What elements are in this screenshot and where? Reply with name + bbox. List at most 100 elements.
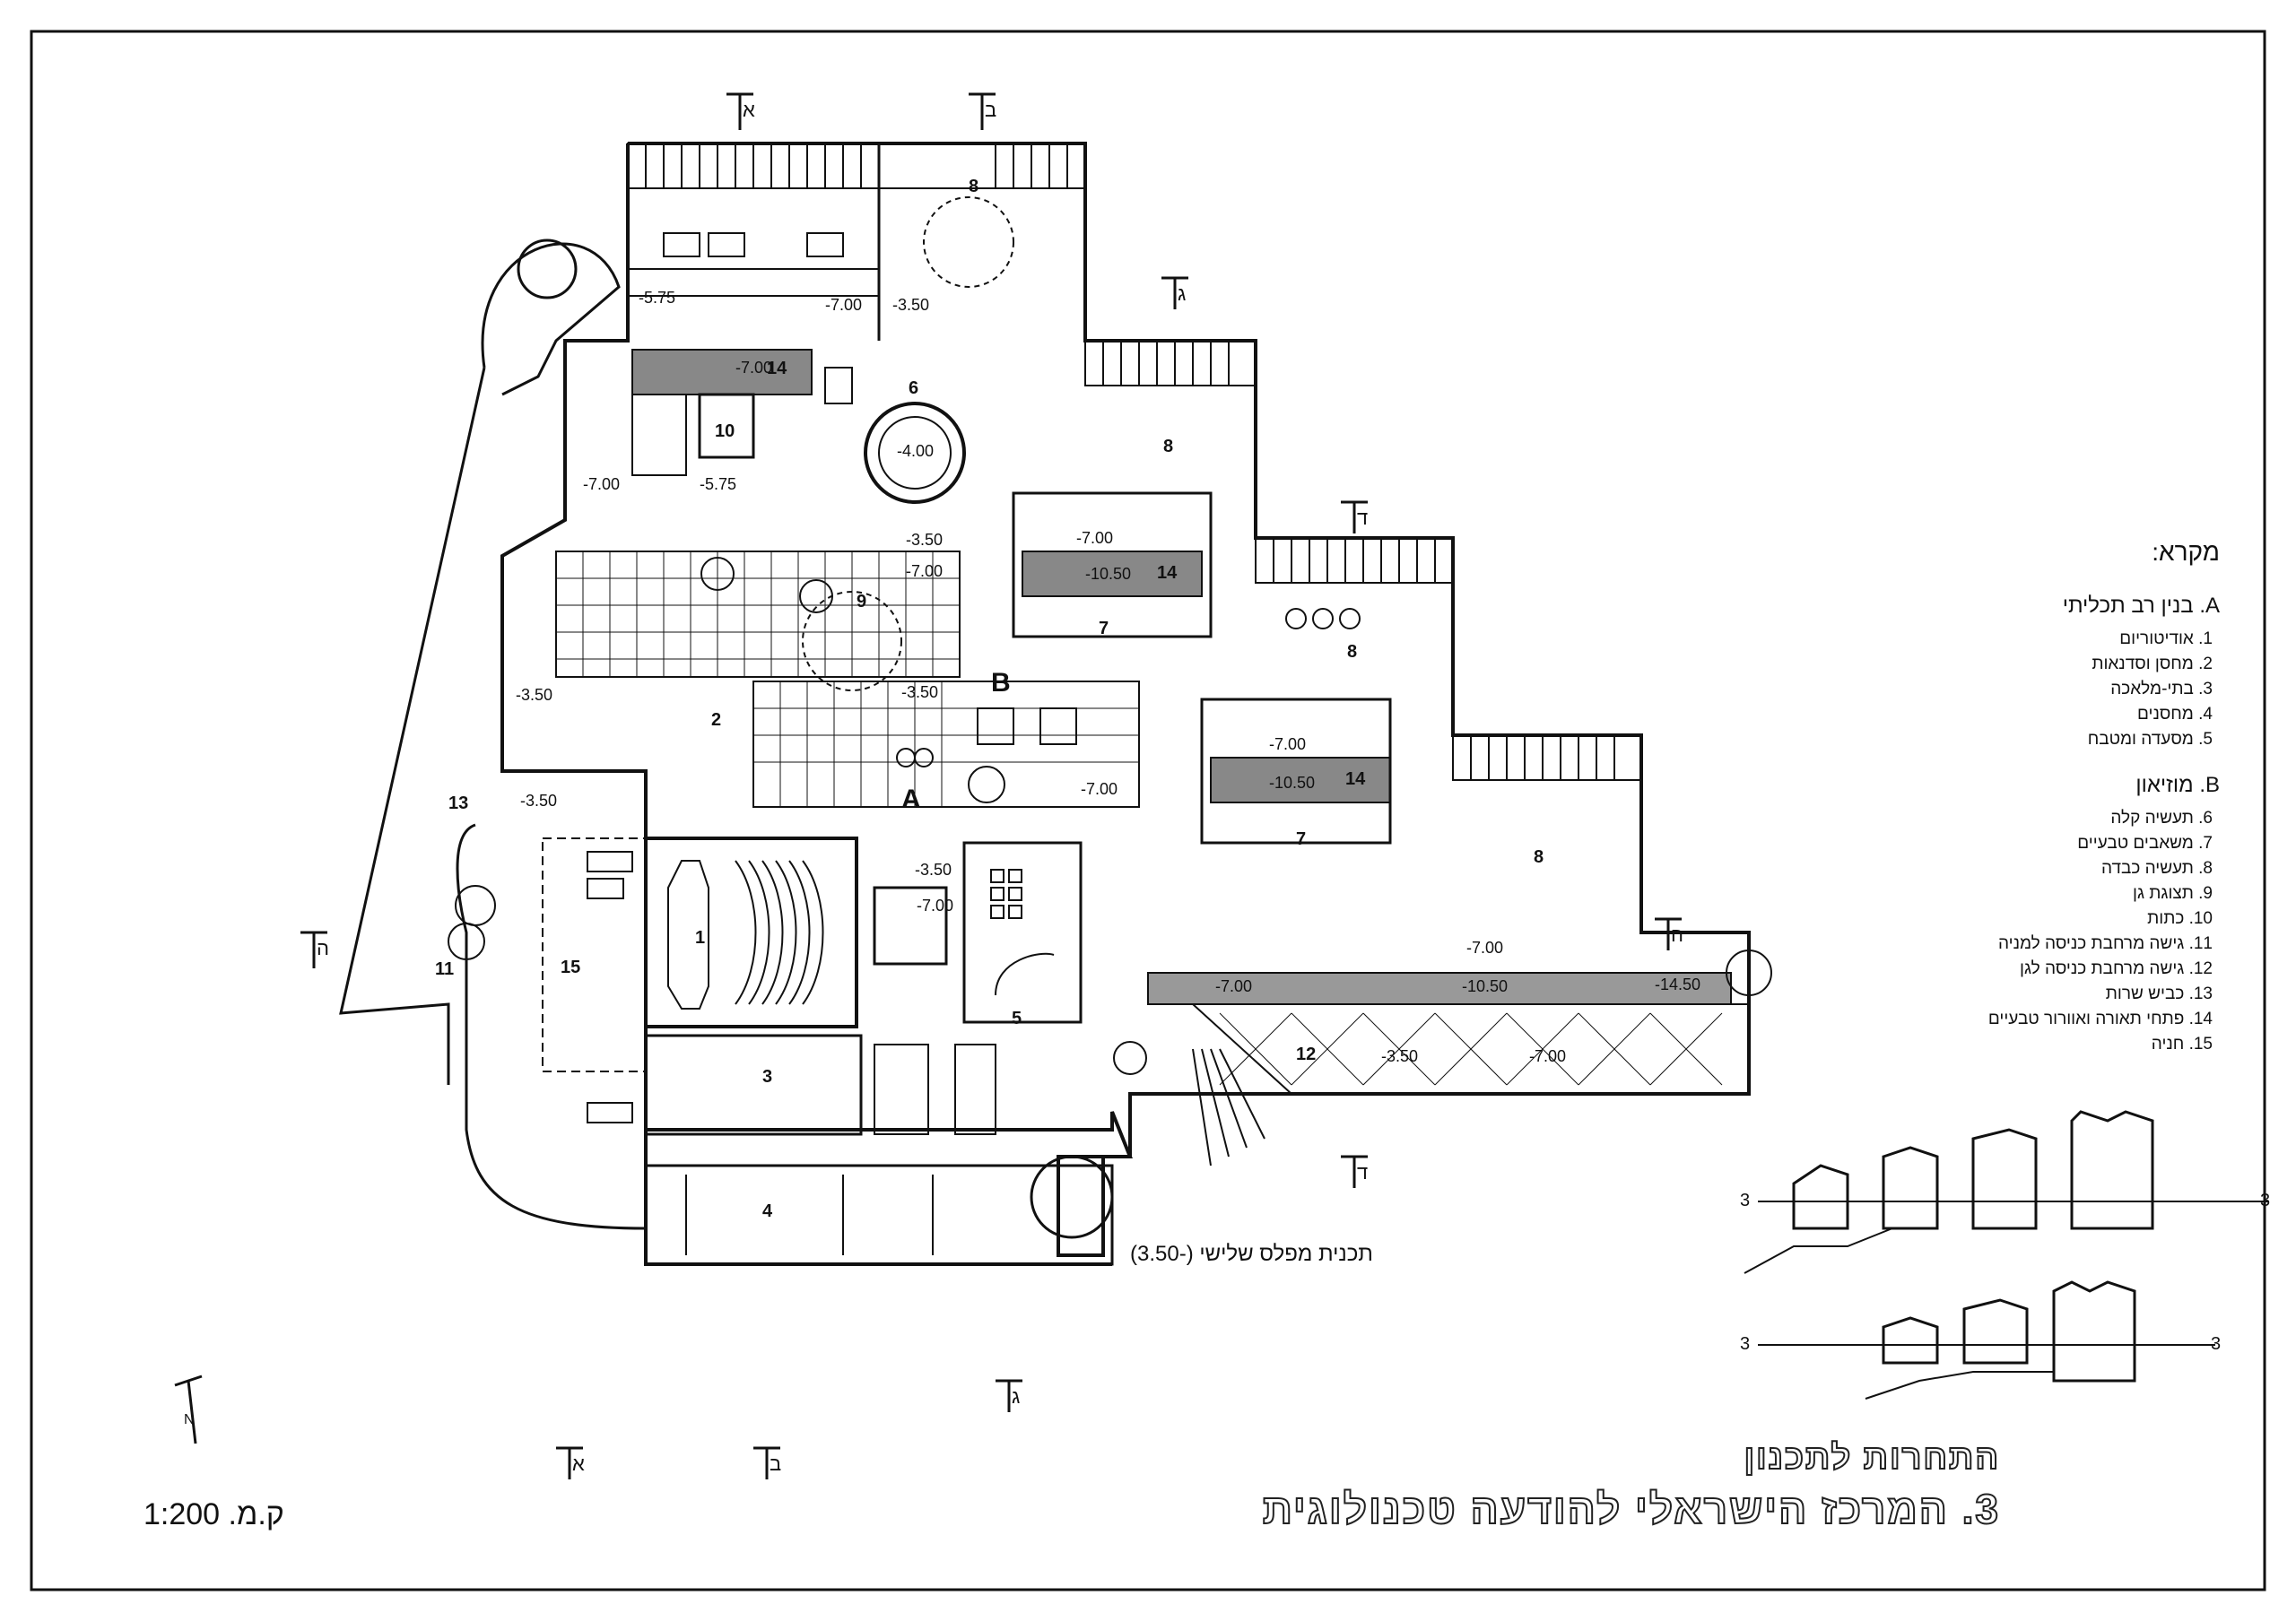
section-ref-label: 3 xyxy=(2211,1334,2222,1354)
parking-15 xyxy=(542,837,647,1072)
auditorium-seating xyxy=(735,860,824,1005)
section-marker-he-right: ה xyxy=(1671,924,1683,946)
room-number-9: 9 xyxy=(857,592,867,611)
room-number-8a: 8 xyxy=(969,177,979,196)
section-diagram-lower xyxy=(1758,1280,2215,1400)
level-label: -3.50 xyxy=(892,296,930,314)
level-label: -3.50 xyxy=(906,531,944,549)
legend-item: 14. פתחי תאורה ואוורור טבעיים xyxy=(1987,1010,2213,1028)
level-label: -7.00 xyxy=(735,359,773,377)
pergola-4 xyxy=(1452,734,1642,781)
level-label: -10.50 xyxy=(1462,977,1509,995)
section-marker-gimel-top: ג xyxy=(1178,282,1187,305)
room-number-13: 13 xyxy=(448,793,469,813)
auditorium-1 xyxy=(644,837,858,1028)
title-block: התחרות לתכנון 3. המרכז הישראלי להודעה טכ… xyxy=(1262,1438,2000,1533)
lightwell-14b xyxy=(1022,551,1203,597)
pergola-top xyxy=(627,143,1086,189)
section-ref-label: 3 xyxy=(1740,1334,1751,1354)
level-label: -7.00 xyxy=(1081,780,1118,798)
level-label: -7.00 xyxy=(906,562,944,580)
service-road xyxy=(339,367,486,1085)
turning-circle xyxy=(517,238,578,299)
level-label: -3.50 xyxy=(1381,1047,1419,1065)
room-number-2: 2 xyxy=(711,710,722,730)
legend-item: 1. אודיטוריום xyxy=(2119,629,2213,648)
legend-item: 5. מסעדה ומטבח xyxy=(2087,730,2213,749)
room-number-7b: 7 xyxy=(1296,829,1307,849)
room-number-14a: 14 xyxy=(767,359,787,378)
room-10 xyxy=(698,393,755,459)
courtyard-grid-b xyxy=(752,681,1140,808)
legend-group-b-heading: B. מוזיאון xyxy=(2135,773,2220,797)
north-arrow xyxy=(174,1375,203,1444)
room-number-6: 6 xyxy=(909,378,919,398)
pergola-slats-right xyxy=(1102,341,1615,780)
building-outline xyxy=(628,142,1751,1266)
room-number-10: 10 xyxy=(715,421,735,441)
legend-item: 6. תעשיה קלה xyxy=(2110,809,2213,828)
level-label: -5.75 xyxy=(639,289,676,307)
entrance-plaza-12 xyxy=(1190,1003,1750,1095)
legend-item: 13. כביש שרות xyxy=(2105,984,2213,1003)
level-label: -5.75 xyxy=(700,475,737,493)
room-number-12: 12 xyxy=(1296,1045,1317,1064)
sheet-border xyxy=(30,30,2266,1591)
section-ref-label: 3 xyxy=(1740,1191,1751,1210)
storage-4 xyxy=(644,1164,1114,1266)
section-marker-bet-top: ב xyxy=(985,99,997,121)
room-number-8b: 8 xyxy=(1163,437,1174,456)
north-label: N xyxy=(184,1412,195,1427)
legend-item: 9. תצוגת גן xyxy=(2133,884,2213,903)
level-label: -7.00 xyxy=(583,475,621,493)
service-road-loop xyxy=(481,242,621,396)
room-number-1: 1 xyxy=(695,928,706,948)
level-label: -10.50 xyxy=(1269,774,1316,792)
garden-grid-lines xyxy=(556,551,960,677)
level-label: -4.00 xyxy=(897,442,935,460)
round-hall-6-inner xyxy=(878,416,952,490)
level-label: -7.00 xyxy=(1076,529,1114,547)
legend-item: 10. כתות xyxy=(2147,909,2213,928)
room-number-15: 15 xyxy=(561,958,581,977)
section-marker-he-left: ה xyxy=(317,937,329,959)
room-number-14b: 14 xyxy=(1157,563,1178,583)
hall-8-circle xyxy=(923,196,1014,288)
legend-title: מקרא: xyxy=(2152,538,2220,566)
entrance-stair xyxy=(1192,1048,1265,1166)
level-label: -7.00 xyxy=(825,296,863,314)
legend-item: 7. משאבים טבעיים xyxy=(2077,834,2213,853)
spiral-stair xyxy=(1726,950,1772,996)
level-label: -3.50 xyxy=(516,686,553,704)
garden-grid-9 xyxy=(555,551,961,678)
pergola-2 xyxy=(1084,340,1257,386)
pergola-3 xyxy=(1255,537,1454,584)
legend-group-a-items: 1. אודיטוריום 2. מחסן וסדנאות 3. בתי-מלא… xyxy=(1843,629,2213,750)
zone-letter-a: A xyxy=(901,785,921,814)
room-number-8c: 8 xyxy=(1347,642,1358,662)
scale-label: ק.מ. 1:200 xyxy=(144,1497,284,1531)
entry-drive xyxy=(456,823,647,1230)
zone-letter-b: B xyxy=(991,668,1011,698)
room-number-5: 5 xyxy=(1012,1009,1022,1028)
title-line-1: התחרות לתכנון xyxy=(1744,1438,2000,1478)
section-marker-bet-bottom: ב xyxy=(770,1453,782,1475)
pergola-slats xyxy=(645,143,1068,188)
room-number-8d: 8 xyxy=(1534,847,1544,867)
section-marker-gimel-bottom: ג xyxy=(1012,1385,1021,1408)
room-number-14c: 14 xyxy=(1345,769,1366,789)
section-diagram-upper xyxy=(1744,1110,2269,1274)
hall-7b xyxy=(1200,698,1392,845)
level-label: -3.50 xyxy=(901,683,939,701)
level-label: -10.50 xyxy=(1085,565,1132,583)
legend-item: 12. גישה מרחבת כניסה לגן xyxy=(2020,959,2213,978)
legend: מקרא: A. בנין רב תכליתי 1. אודיטוריום 2.… xyxy=(1843,538,2220,1060)
legend-item: 8. תעשיה כבדה xyxy=(2100,859,2213,878)
legend-item: 3. בתי-מלאכה xyxy=(2110,680,2213,698)
level-label: -7.00 xyxy=(1215,977,1253,995)
section-ref-label: 3 xyxy=(2260,1191,2271,1210)
lightwell-14a xyxy=(631,349,813,395)
legend-item: 2. מחסן וסדנאות xyxy=(2092,655,2213,673)
